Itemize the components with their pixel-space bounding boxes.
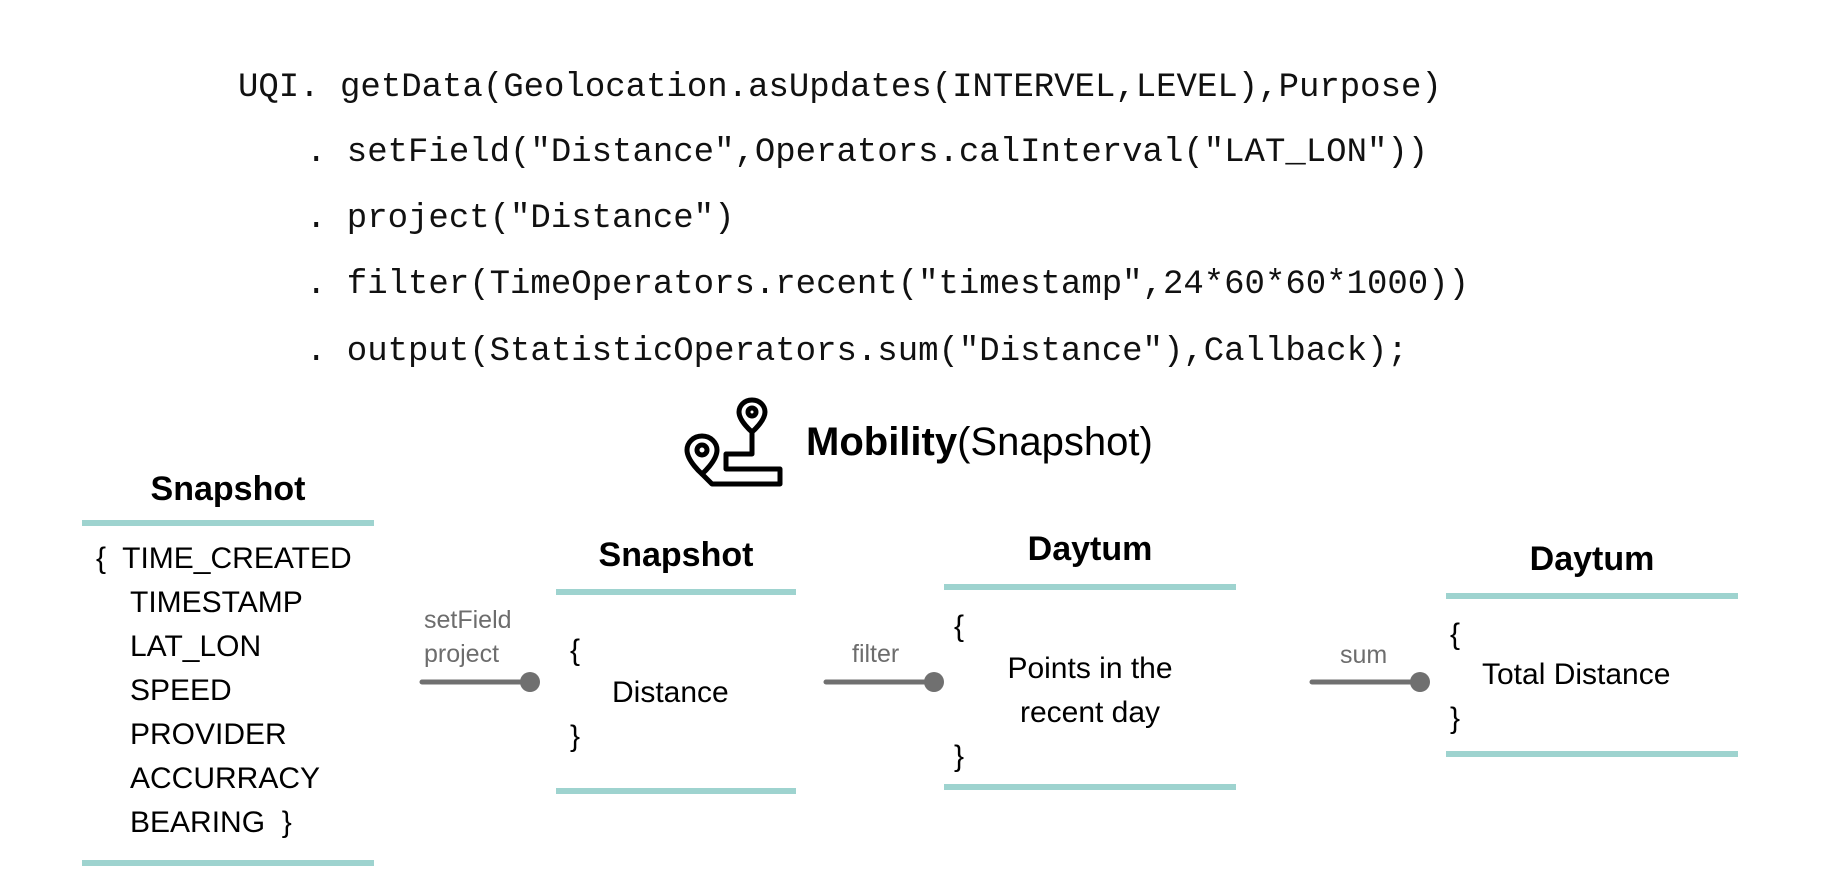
box-3-line-1: {	[954, 610, 965, 643]
box-4-top-rule	[1446, 593, 1738, 599]
operator-1-label-2: project	[424, 640, 500, 668]
location-route-icon	[684, 397, 783, 487]
box-3-bottom-rule	[944, 784, 1236, 790]
operator-2-connector	[823, 672, 944, 692]
code-line-3: . project("Distance")	[306, 200, 735, 238]
box-1-top-rule	[82, 520, 374, 526]
box-2-top-rule	[556, 589, 796, 595]
code-line-1: UQI. getData(Geolocation.asUpdates(INTER…	[238, 69, 1442, 107]
box-3-title: Daytum	[1027, 530, 1153, 568]
box-4-bottom-rule	[1446, 751, 1738, 757]
box-1-line-3: LAT_LON	[130, 630, 262, 663]
operator-1-label-1: setField	[424, 606, 512, 634]
box-2-line-1: {	[570, 634, 581, 667]
box-4-line-1: {	[1450, 618, 1461, 651]
code-line-4: . filter(TimeOperators.recent("timestamp…	[306, 266, 1469, 304]
box-3-line-4: }	[954, 740, 965, 773]
mobility-heading-bold: Mobility	[806, 420, 958, 464]
box-4-line-3: }	[1450, 702, 1461, 735]
operator-2-label-1: filter	[852, 640, 900, 668]
code-line-5: . output(StatisticOperators.sum("Distanc…	[306, 333, 1408, 371]
box-1-line-5: PROVIDER	[130, 718, 287, 751]
box-2-title: Snapshot	[598, 536, 754, 574]
operator-3-connector	[1309, 672, 1430, 692]
box-2-line-2: Distance	[612, 676, 729, 709]
box-1-line-1: { TIME_CREATED	[96, 542, 352, 575]
operator-3-label-1: sum	[1340, 641, 1388, 669]
box-1-line-4: SPEED	[130, 674, 232, 707]
mobility-heading: Mobility(Snapshot)	[806, 420, 1153, 465]
mobility-heading-suffix: (Snapshot)	[957, 420, 1153, 464]
box-2-bottom-rule	[556, 788, 796, 794]
box-1-line-2: TIMESTAMP	[130, 586, 303, 619]
box-3-top-rule	[944, 584, 1236, 590]
box-3-line-3: recent day	[1019, 696, 1161, 729]
box-1-bottom-rule	[82, 860, 374, 866]
box-4-line-2: Total Distance	[1482, 658, 1671, 691]
box-1-line-7: BEARING }	[130, 806, 292, 839]
code-line-2: . setField("Distance",Operators.calInter…	[306, 134, 1429, 172]
box-2-line-3: }	[570, 720, 581, 753]
box-3-line-2: Points in the	[1007, 652, 1173, 685]
box-1-line-6: ACCURRACY	[130, 762, 321, 795]
box-1-title: Snapshot	[150, 470, 306, 508]
operator-1-connector	[419, 672, 540, 692]
box-4-title: Daytum	[1529, 540, 1655, 578]
